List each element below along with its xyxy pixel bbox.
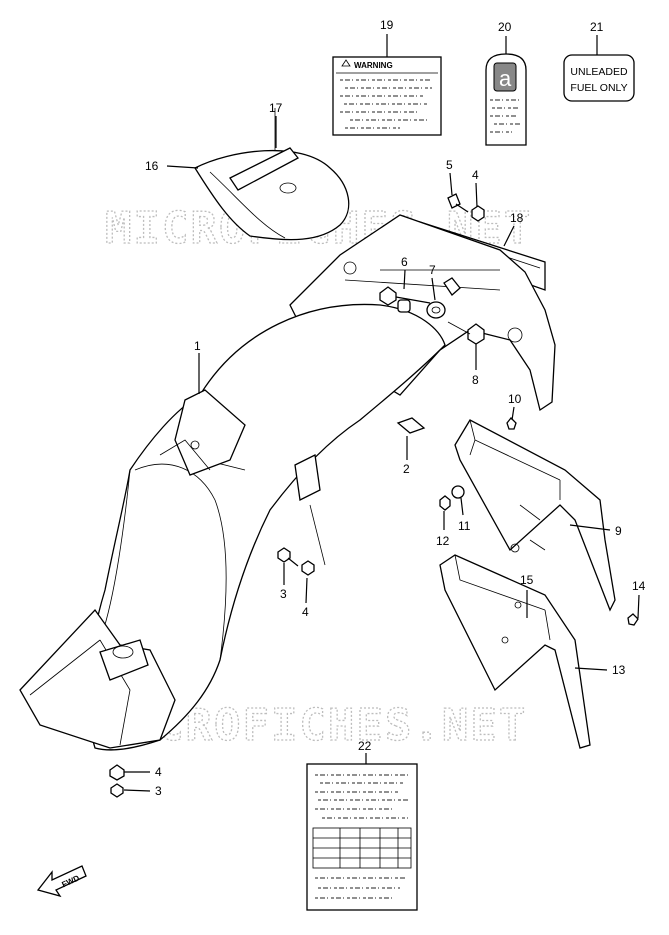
- unleaded-fuel-label: UNLEADED FUEL ONLY: [563, 54, 635, 102]
- callout-16: 16: [145, 159, 159, 173]
- unleaded-line1: UNLEADED: [570, 66, 628, 78]
- callout-8: 8: [472, 373, 479, 387]
- callout-11: 11: [458, 519, 471, 533]
- callout-numbers: 19 20 21 17 16 5 4 18 6 7 8 1 2 10 11 12…: [145, 18, 646, 798]
- callout-22: 22: [358, 739, 372, 753]
- callout-19: 19: [380, 18, 394, 32]
- callout-10: 10: [508, 392, 522, 406]
- callout-20: 20: [498, 20, 512, 34]
- callout-4-top: 4: [472, 168, 479, 182]
- leader-lines: [123, 34, 640, 792]
- warning-label-text: WARNING: [354, 61, 393, 70]
- callout-18: 18: [510, 211, 524, 225]
- rear-fender: [19, 214, 556, 751]
- callout-14: 14: [632, 579, 646, 593]
- callout-12: 12: [436, 534, 450, 548]
- callout-13: 13: [612, 663, 626, 677]
- info-label-sheet: [306, 763, 418, 911]
- callout-3-bottom: 3: [155, 784, 162, 798]
- callout-21: 21: [590, 20, 604, 34]
- fwd-arrow-icon: FWD: [36, 865, 87, 898]
- callout-7: 7: [429, 263, 436, 277]
- callout-9: 9: [615, 524, 622, 538]
- warning-label: WARNING: [332, 56, 442, 136]
- side-cover-lower: [439, 554, 591, 749]
- callout-4-mid: 4: [302, 605, 309, 619]
- callout-1: 1: [194, 339, 201, 353]
- callout-3-mid: 3: [280, 587, 287, 601]
- callout-5: 5: [446, 158, 453, 172]
- mud-flap-part: [194, 108, 350, 241]
- callout-6: 6: [401, 255, 408, 269]
- callout-2: 2: [403, 462, 410, 476]
- tag-label-a: a: [485, 53, 527, 146]
- unleaded-line2: FUEL ONLY: [570, 82, 627, 94]
- callout-17: 17: [269, 101, 283, 115]
- tag-letter: a: [499, 66, 512, 91]
- callout-4-bottom: 4: [155, 765, 162, 779]
- side-cover-upper: [454, 419, 616, 612]
- callout-15: 15: [520, 573, 534, 587]
